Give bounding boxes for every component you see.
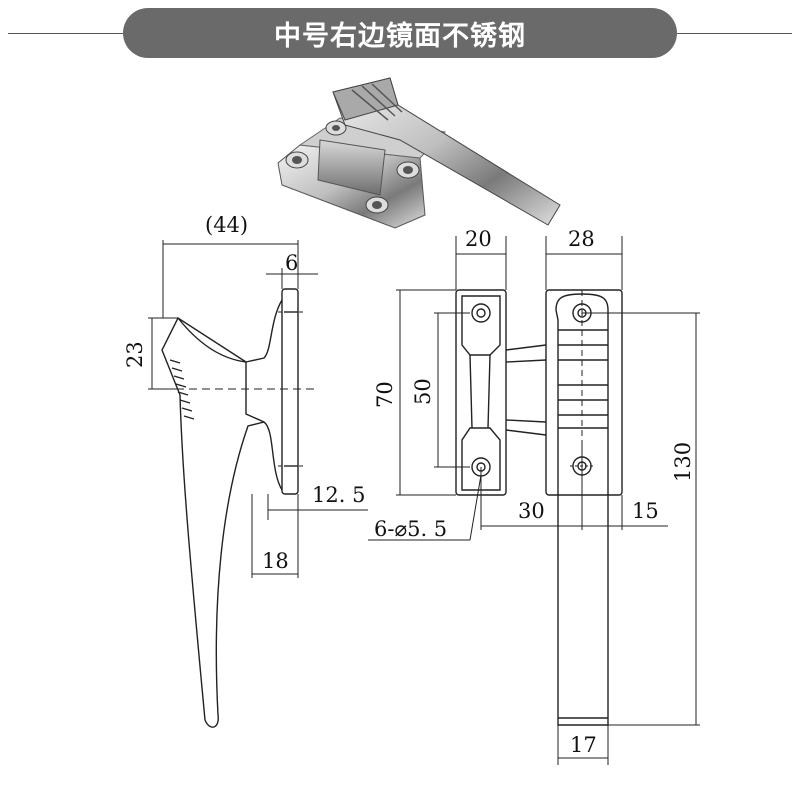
dim-hole-spec: 6-⌀5. 5 bbox=[374, 517, 447, 541]
title-rule-left bbox=[8, 33, 124, 34]
handle-dimensions bbox=[481, 236, 700, 765]
dim-side-width: (44) bbox=[205, 213, 248, 237]
dim-plate-height: 70 bbox=[373, 381, 397, 408]
dim-hole-spacing: 50 bbox=[411, 378, 435, 405]
product-photo bbox=[277, 77, 561, 229]
side-view bbox=[150, 288, 318, 728]
dim-total-height: 130 bbox=[671, 442, 695, 482]
dim-side-base: 12. 5 bbox=[312, 483, 365, 507]
dim-side-bottom: 18 bbox=[262, 549, 289, 573]
front-view-plate bbox=[455, 289, 547, 496]
page-title: 中号右边镜面不锈钢 bbox=[274, 20, 526, 52]
dim-plate-width: 20 bbox=[465, 227, 492, 251]
side-view-dimensions bbox=[148, 240, 368, 578]
plate-dimensions bbox=[368, 236, 507, 541]
dim-handle-width: 28 bbox=[568, 227, 595, 251]
title-banner: 中号右边镜面不锈钢 bbox=[123, 8, 677, 58]
dim-handle-bottom: 17 bbox=[570, 733, 597, 757]
dim-offset: 30 bbox=[518, 499, 545, 523]
dim-right: 15 bbox=[632, 499, 659, 523]
title-rule-right bbox=[676, 33, 792, 34]
dim-side-top: 6 bbox=[285, 251, 298, 275]
front-view-handle bbox=[545, 289, 623, 726]
dim-side-height: 23 bbox=[123, 341, 147, 368]
